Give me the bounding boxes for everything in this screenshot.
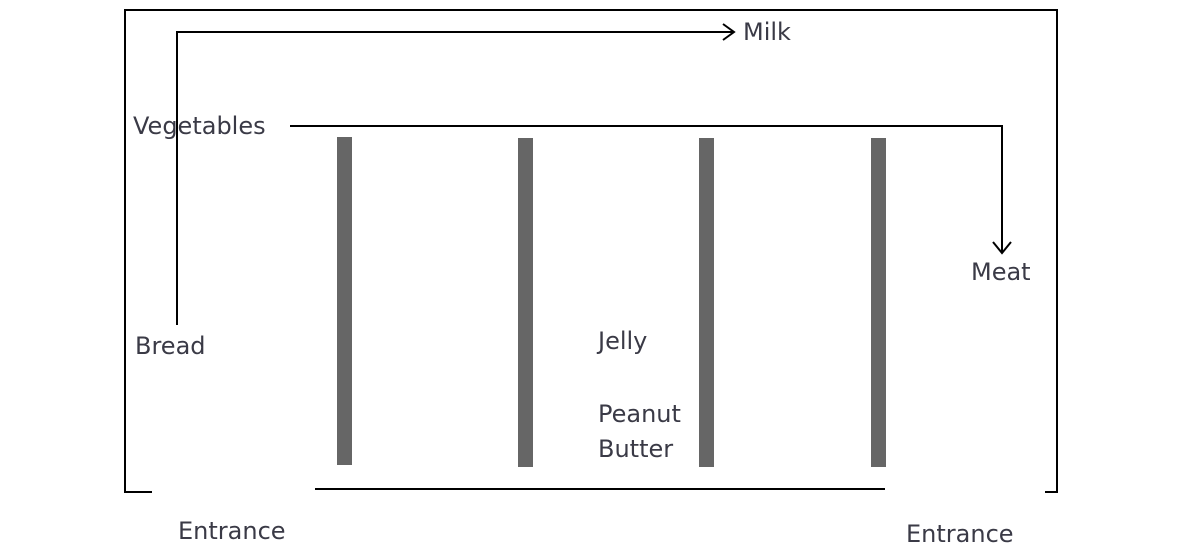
label-bread: Bread: [135, 332, 206, 360]
label-jelly: Jelly: [598, 327, 648, 355]
label-meat: Meat: [971, 258, 1031, 286]
arrowhead-right-icon: [722, 23, 736, 41]
aisle-3: [699, 138, 714, 467]
aisles: [337, 137, 886, 467]
label-peanut-butter-line1: Peanut: [598, 400, 681, 428]
aisle-1: [337, 137, 352, 465]
aisle-4: [871, 138, 886, 467]
label-entrance-right: Entrance: [906, 520, 1014, 548]
aisle-2: [518, 138, 533, 467]
route-line-vegetables-meat: [290, 125, 1003, 252]
label-peanut-butter-line2: Butter: [598, 435, 674, 463]
arrowhead-down-icon: [992, 241, 1012, 255]
store-walls: [124, 9, 1058, 493]
label-entrance-left: Entrance: [178, 517, 286, 545]
route-bread-to-milk: [176, 23, 736, 325]
route-line-bread-milk: [176, 31, 733, 325]
route-vegetables-to-meat: [290, 125, 1012, 255]
store-wall-left-top-right: [124, 9, 1058, 493]
label-milk: Milk: [743, 18, 791, 46]
label-vegetables: Vegetables: [133, 112, 266, 140]
